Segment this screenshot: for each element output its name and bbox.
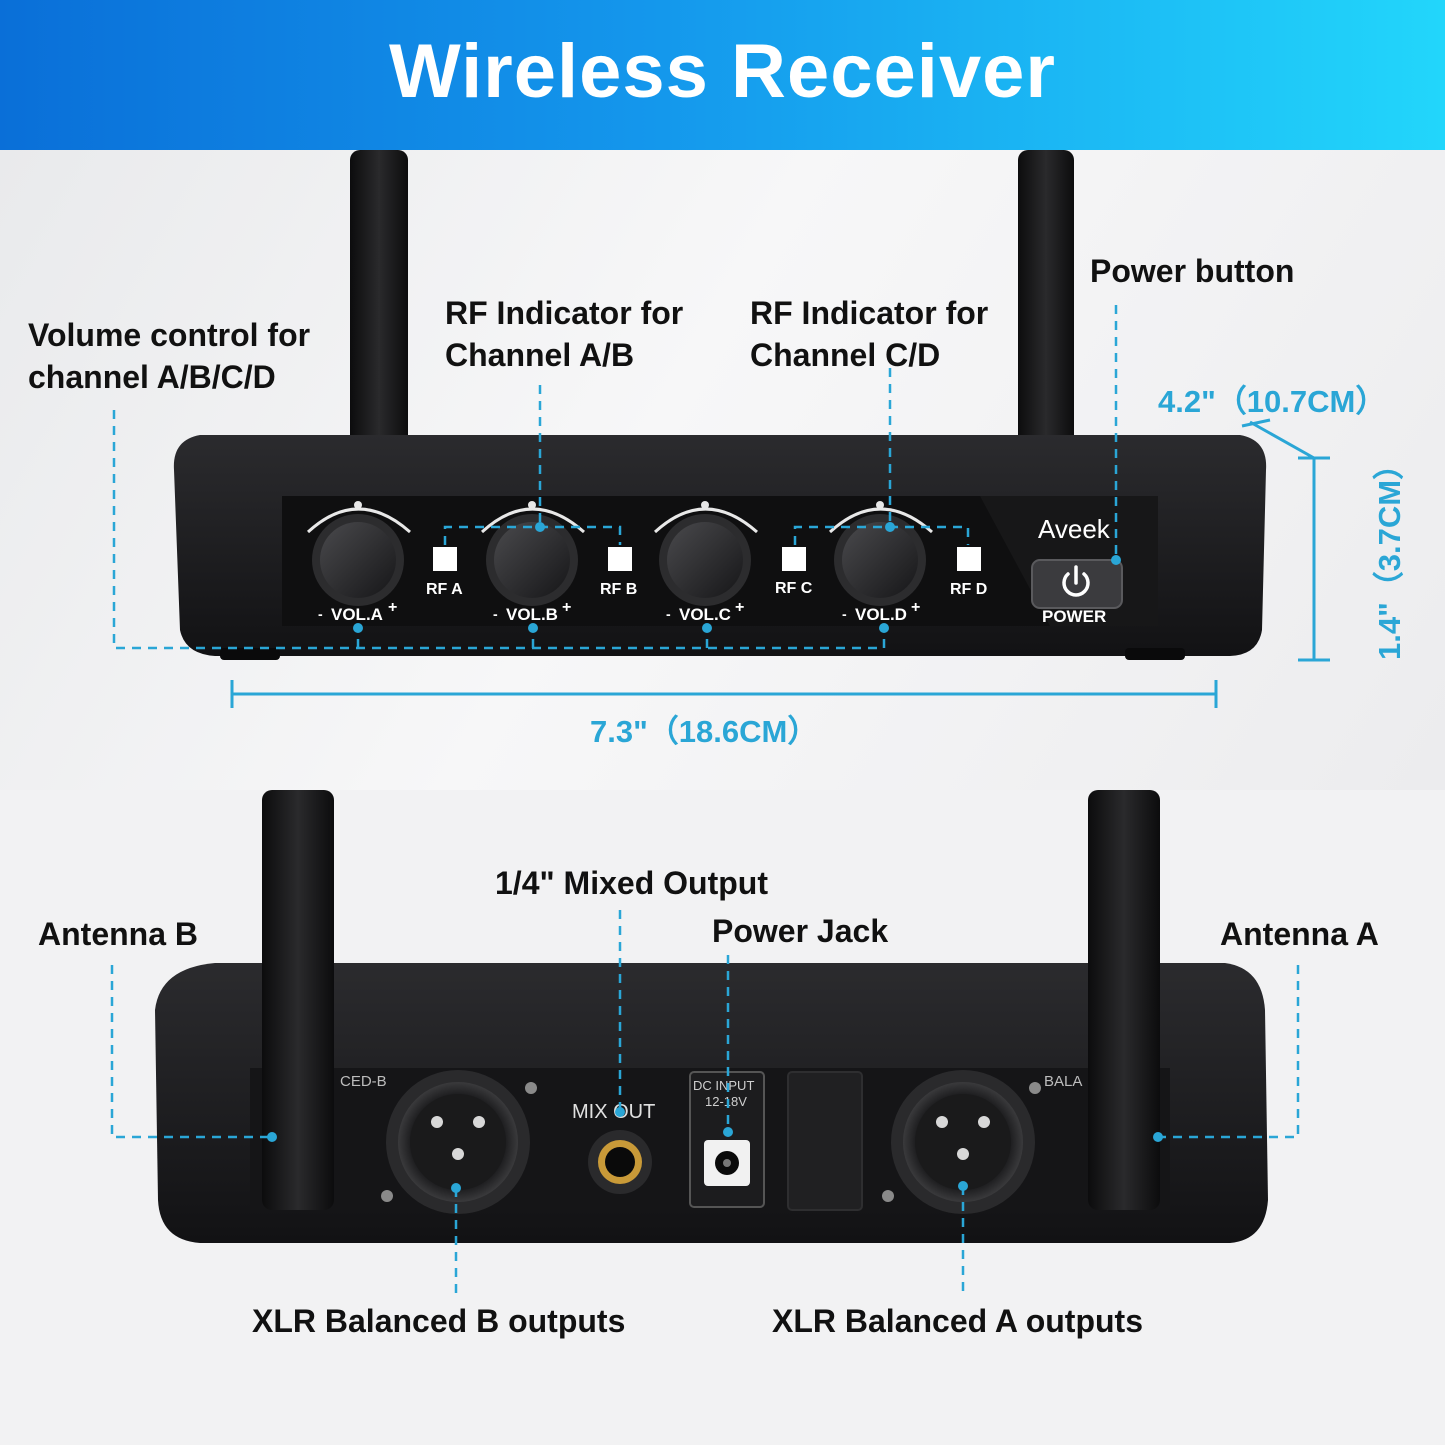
knob-label-vol-b: VOL.B: [506, 605, 558, 624]
title-banner: Wireless Receiver: [0, 0, 1445, 150]
mix-out-jack[interactable]: [588, 1130, 652, 1194]
mix-out-label: MIX OUT: [572, 1101, 655, 1123]
front-callout-dots: [353, 522, 1121, 633]
knob-minus-c: -: [666, 606, 671, 622]
dc-input-label: DC INPUT: [693, 1078, 754, 1093]
voltage-label: 12-18V: [705, 1094, 747, 1109]
brand-logo: Aveek: [1038, 514, 1111, 544]
rf-d-label: RF D: [950, 581, 987, 598]
xlr-a-label: XLR Balanced A outputs: [772, 1303, 1143, 1339]
antenna-a-label: Antenna A: [1220, 916, 1379, 952]
dimension-lines: [230, 418, 1330, 708]
volume-control-label: Volume control for channel A/B/C/D: [28, 317, 311, 395]
knob-label-vol-a: VOL.A: [331, 605, 383, 624]
rf-c-label: RF C: [775, 580, 813, 597]
knob-vol-b[interactable]: [480, 501, 585, 606]
knob-vol-d[interactable]: [828, 501, 933, 606]
power-icon: [1062, 565, 1090, 597]
knob-label-vol-c: VOL.C: [679, 605, 731, 624]
dimension-depth: 4.2"（10.7CM）: [1158, 384, 1387, 419]
rf-a-led: [433, 547, 457, 571]
rf-b-label: RF B: [600, 581, 637, 598]
mixed-output-label: 1/4" Mixed Output: [495, 865, 768, 901]
xlr-b-output[interactable]: [381, 1070, 537, 1214]
front-antenna-right: [1018, 150, 1074, 450]
knob-plus-b: +: [562, 599, 571, 616]
knob-plus-a: +: [388, 599, 397, 616]
rf-indicators: [433, 547, 981, 571]
back-antenna-b: [262, 790, 334, 1210]
balanced-a-partial: BALA: [1044, 1073, 1082, 1090]
knob-minus-b: -: [493, 606, 498, 622]
rf-d-led: [957, 547, 981, 571]
dimension-height: 1.4"（3.7CM）: [1372, 448, 1407, 660]
dimension-width: 7.3"（18.6CM）: [590, 714, 819, 749]
xlr-a-output[interactable]: [882, 1070, 1041, 1214]
rf-a-label: RF A: [426, 581, 463, 598]
knob-vol-c[interactable]: [653, 501, 758, 606]
antenna-b-label: Antenna B: [38, 916, 198, 952]
xlr-b-label: XLR Balanced B outputs: [252, 1303, 626, 1339]
back-antenna-a: [1088, 790, 1160, 1210]
front-antenna-left: [350, 150, 408, 450]
power-jack-label: Power Jack: [712, 913, 889, 949]
back-callout-dots: [267, 1107, 1163, 1193]
rf-indicator-ab-label: RF Indicator for Channel A/B: [445, 295, 684, 373]
knob-plus-c: +: [735, 599, 744, 616]
knob-minus-a: -: [318, 606, 323, 622]
power-label: POWER: [1042, 607, 1106, 626]
knob-plus-d: +: [911, 599, 920, 616]
volume-knobs: [306, 501, 933, 606]
rf-b-led: [608, 547, 632, 571]
knob-vol-a[interactable]: [306, 501, 411, 606]
rf-c-led: [782, 547, 806, 571]
balanced-b-partial: CED-B: [340, 1073, 387, 1090]
back-callout-lines: [110, 910, 1300, 1295]
power-button[interactable]: [1031, 559, 1123, 609]
dc-input-jack[interactable]: DC INPUT 12-18V: [689, 1071, 765, 1208]
knob-label-vol-d: VOL.D: [855, 605, 907, 624]
rf-indicator-cd-label: RF Indicator for Channel C/D: [750, 295, 989, 373]
back-blank-plate: [787, 1071, 863, 1211]
knob-minus-d: -: [842, 606, 847, 622]
power-button-label: Power button: [1090, 253, 1295, 289]
page-title: Wireless Receiver: [389, 29, 1056, 114]
